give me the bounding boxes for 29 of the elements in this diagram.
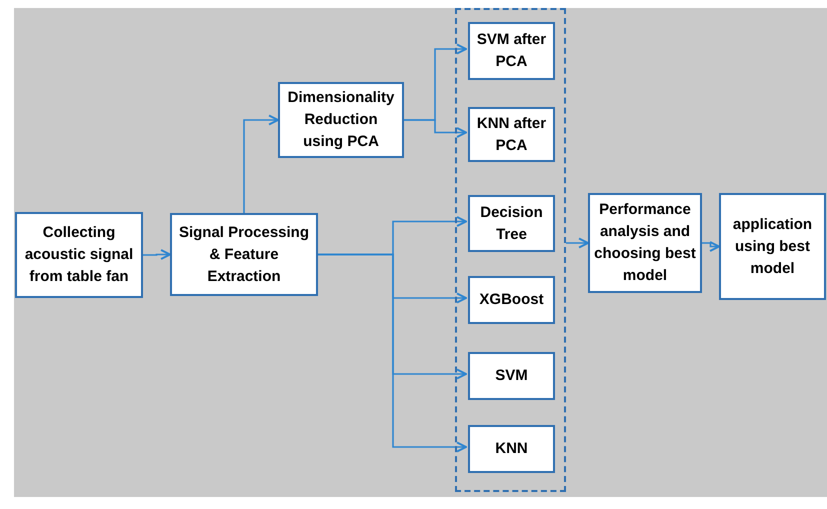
process-box — [170, 213, 318, 296]
box-label: Collecting acoustic signal from table fan — [24, 223, 134, 287]
process-box — [468, 195, 555, 252]
process-box — [468, 276, 555, 324]
box-label: KNN — [495, 439, 528, 459]
dashed-group-box — [455, 8, 566, 492]
process-box — [15, 212, 143, 298]
box-label: SVM after PCA — [476, 30, 548, 72]
process-box — [588, 193, 702, 293]
process-box — [278, 82, 404, 158]
arrow — [566, 238, 589, 248]
box-label: XGBoost — [479, 290, 544, 310]
arrow — [702, 241, 720, 252]
process-box — [468, 22, 555, 80]
arrow — [318, 254, 467, 452]
box-label: KNN after PCA — [476, 114, 548, 156]
process-box — [719, 193, 826, 300]
arrow — [404, 119, 467, 138]
box-label: Performance analysis and choosing best model — [594, 200, 696, 286]
process-box — [468, 352, 555, 400]
box-label: Signal Processing & Feature Extraction — [178, 222, 310, 286]
box-label: application using best model — [732, 214, 814, 278]
process-box — [468, 425, 555, 473]
arrow — [143, 249, 171, 260]
box-label: Decision Tree — [479, 202, 544, 244]
box-label: Dimensionality Reduction using PCA — [286, 88, 396, 152]
box-label: SVM — [495, 366, 528, 386]
arrow — [243, 114, 279, 213]
process-box — [468, 107, 555, 162]
